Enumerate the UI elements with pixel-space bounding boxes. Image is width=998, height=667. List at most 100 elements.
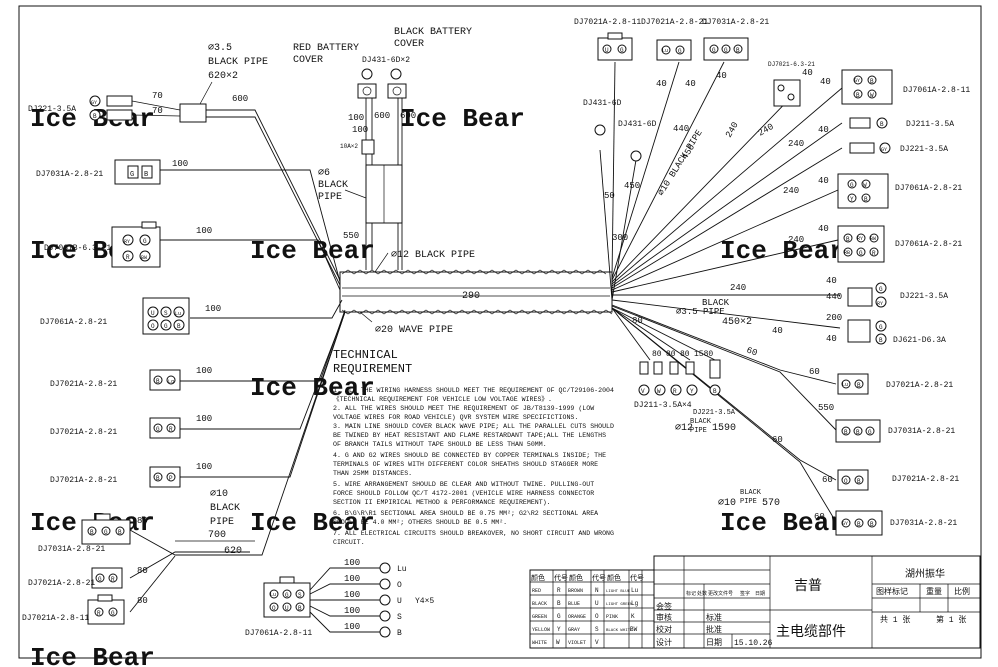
svg-text:100: 100 [196,366,212,376]
svg-text:G: G [156,426,160,433]
svg-text:校对: 校对 [656,624,672,635]
svg-text:60: 60 [772,435,783,445]
svg-text:B: B [90,529,94,536]
svg-text:图样标记: 图样标记 [876,586,908,597]
svg-text:比例: 比例 [954,586,970,597]
svg-text:80: 80 [632,316,643,326]
svg-text:颜色: 颜色 [607,573,621,583]
connector-dj7031a-top3: G G B DJ7031A-2.8-21 [702,18,769,61]
connector-dj7061a-r3: B RY BW RB G R DJ7061A-2.8-21 [837,225,962,263]
dj431b: DJ431-6D [618,120,657,129]
svg-text:80: 80 [680,350,690,359]
svg-text:RY: RY [124,239,130,245]
tech-title-2: REQUIREMENT [333,362,412,376]
svg-text:G: G [724,47,728,54]
connector-dj7031a-r1: B B G DJ7031A-2.8-21 [835,419,955,443]
pipe12b: ∅12 [675,423,693,434]
pipe35a-len: 620×2 [208,71,238,82]
pipe35a-black: BLACK PIPE [208,57,268,68]
svg-text:G: G [620,47,624,54]
svg-text:40: 40 [820,77,831,87]
svg-text:60: 60 [809,367,820,377]
svg-text:40: 40 [818,125,829,135]
dim-70b: 70 [152,106,163,116]
svg-text:DJ7021A-2.8-21: DJ7021A-2.8-21 [50,476,117,485]
svg-text:B: B [736,47,740,54]
connector-dj7061a-bottom: Lu G S O U B DJ7061A-2.8-11 100 100 100 … [245,558,434,638]
svg-text:80: 80 [137,596,148,606]
svg-text:BLACK: BLACK [532,601,547,607]
svg-text:代号: 代号 [630,573,644,583]
svg-text:G: G [143,238,147,245]
svg-text:DJ7021A-2.8-21: DJ7021A-2.8-21 [50,380,117,389]
svg-text:BLUE: BLUE [568,601,580,607]
svg-text:600: 600 [400,111,416,121]
svg-text:标记: 标记 [686,590,696,597]
pipe10c-black: BLACK [740,489,762,497]
svg-text:DJ7061A-2.8-21: DJ7061A-2.8-21 [40,318,107,327]
black-terminal-icon [390,68,402,80]
svg-text:BW: BW [141,255,147,261]
svg-text:更改文件号: 更改文件号 [708,590,733,597]
connector-dj7061b: RY G R BW DJ7061B-6.3-21 100 [44,221,212,268]
svg-text:R: R [126,254,130,261]
connector-dj7021a-l5: R G DJ7021A-2.8-11 80 [22,594,148,625]
svg-text:G: G [285,592,289,599]
svg-text:G: G [111,610,115,617]
svg-text:S: S [397,613,402,622]
svg-text:GREEN: GREEN [532,614,547,620]
svg-text:5. WIRE ARRANGEMENT SHOULD BE: 5. WIRE ARRANGEMENT SHOULD BE CLEAR AND … [333,481,594,488]
svg-text:BW: BW [870,236,876,242]
svg-text:处数: 处数 [697,590,707,597]
svg-text:440: 440 [826,292,842,302]
black-cover: BLACK BATTERY [394,27,472,38]
svg-text:100: 100 [344,606,360,616]
svg-text:N: N [595,587,599,594]
connector-dj7021-63: DJ7021-6.3-21 [768,61,815,107]
svg-text:重量: 重量 [926,586,942,597]
svg-text:Y4×5: Y4×5 [415,597,434,606]
svg-text:R: R [169,426,173,433]
connector-dj221-left: GY B DJ221-3.5A [28,95,133,121]
svg-text:B: B [397,629,402,638]
connector-dj221-r2: G RY DJ221-3.5A [847,282,948,308]
red-cover: RED BATTERY [293,43,359,54]
svg-text:VIOLET: VIOLET [568,640,586,646]
svg-text:LIGHT BLUE: LIGHT BLUE [606,590,631,594]
svg-text:CIRCUIT.: CIRCUIT. [333,539,365,546]
svg-text:P: P [169,475,173,482]
svg-text:B: B [870,78,874,85]
svg-text:U: U [605,47,609,54]
connector-dj7031a-l1: G B DJ7031A-2.8-21 100 [36,159,188,185]
svg-text:RY: RY [857,236,863,242]
battery-leads [361,98,403,270]
connector-dj7031a-l2: B G B DJ7031A-2.8-21 80 [38,513,148,554]
svg-text:60: 60 [814,512,825,522]
svg-text:Y: Y [690,388,694,395]
svg-text:B: B [557,600,561,607]
svg-text:100: 100 [172,159,188,169]
svg-text:标准: 标准 [706,612,722,623]
pipe6-pipe: PIPE [318,192,342,203]
svg-text:40: 40 [818,224,829,234]
svg-text:100: 100 [348,113,364,123]
pipe10c: ∅10 [718,498,736,509]
svg-text:Y: Y [850,196,854,203]
connector-dj7061a-r1: GY B B W DJ7061A-2.8-11 [841,69,970,105]
pipe12b-black: BLACK [690,418,712,426]
svg-text:G: G [678,48,682,55]
svg-text:240: 240 [788,235,804,245]
red-cover-2: COVER [293,55,323,66]
svg-text:DJ7021A-2.8-21: DJ7021A-2.8-21 [50,428,117,437]
svg-text:R: R [111,576,115,583]
svg-text:B: B [857,521,861,528]
svg-text:G: G [130,171,134,179]
pipe-35-sleeve [179,103,207,123]
svg-text:100: 100 [196,414,212,424]
connector-dj221-r1: GY DJ221-3.5A [849,142,948,154]
svg-text:B: B [856,429,860,436]
ring-terminal-icon [594,124,606,136]
svg-text:G: G [98,576,102,583]
svg-text:W: W [657,388,661,395]
svg-text:100: 100 [352,125,368,135]
